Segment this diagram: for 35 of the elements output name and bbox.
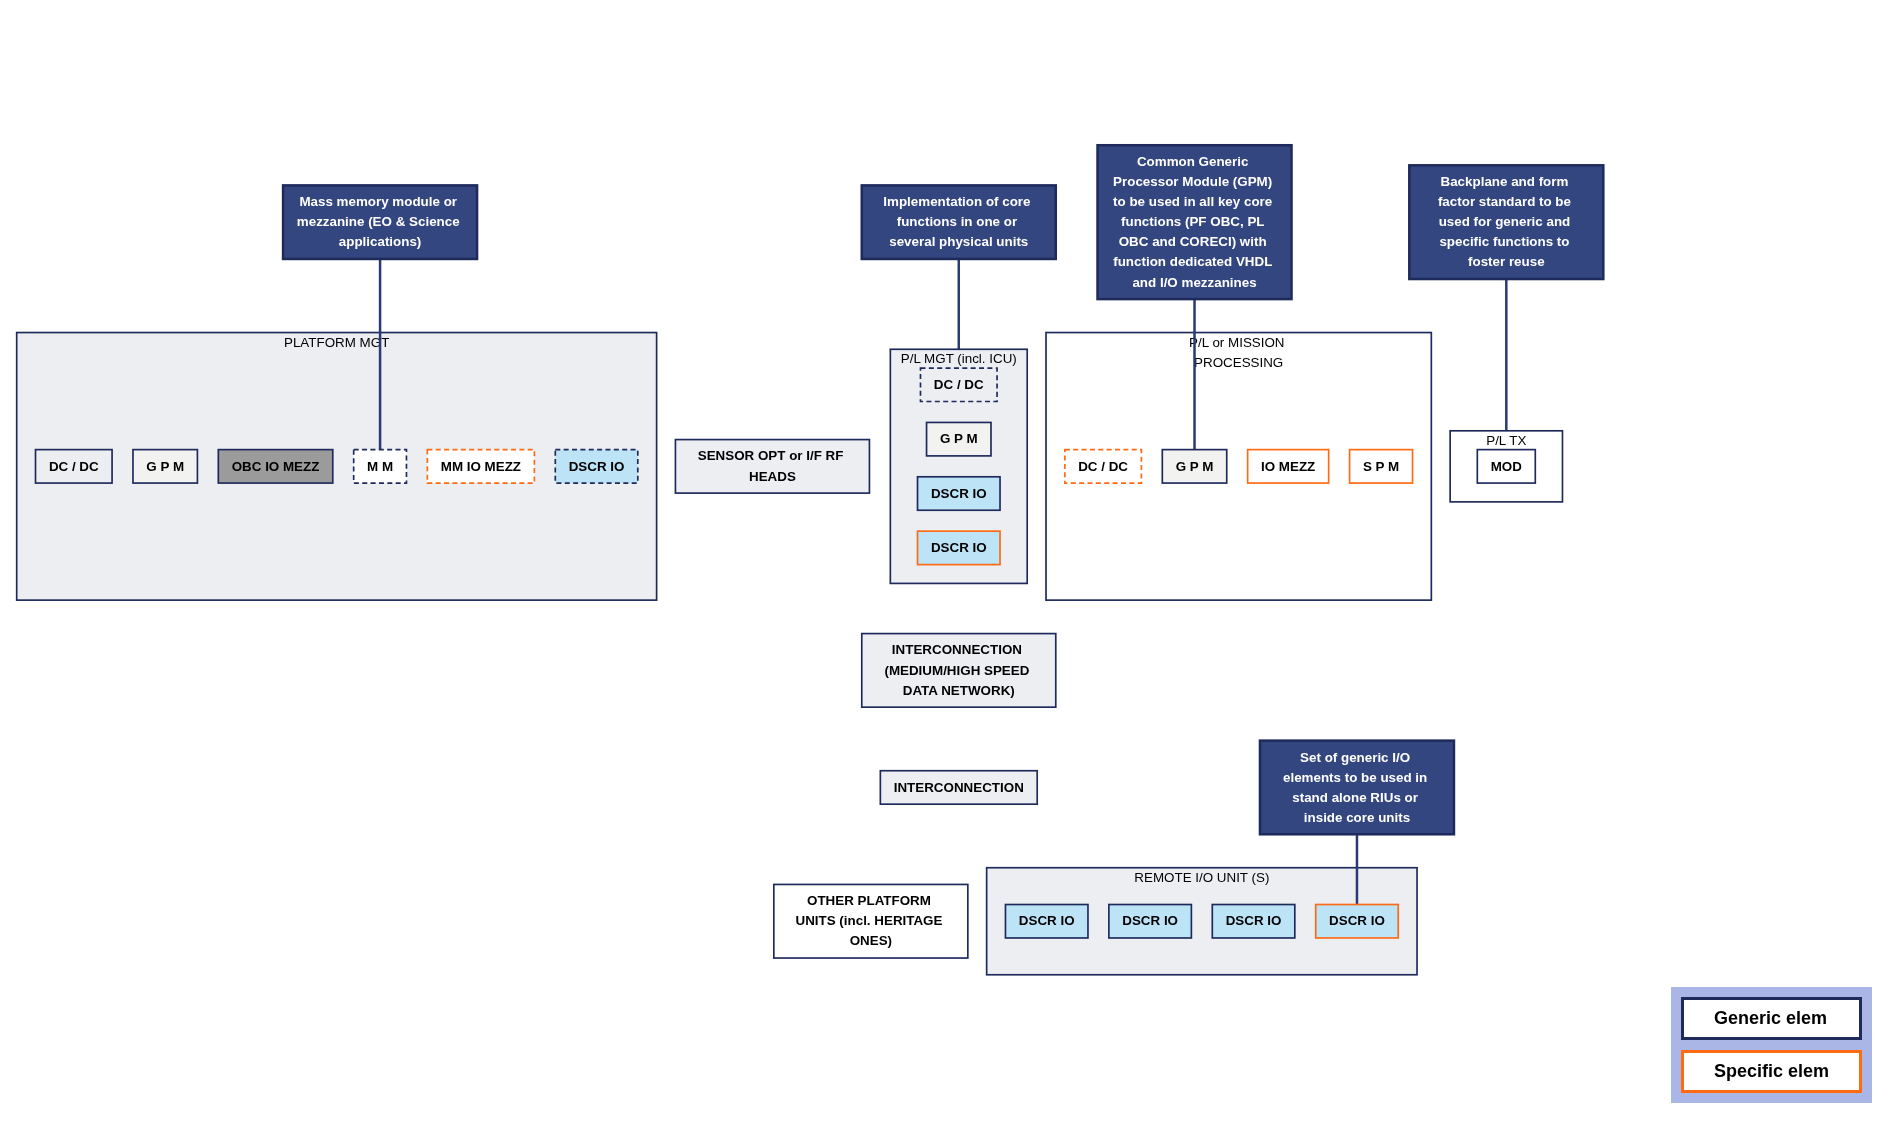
- node-box: DSCR IO: [916, 475, 1001, 512]
- node-box: Mass memory module or mezzanine (EO & Science applications): [281, 184, 479, 261]
- node-box: Implementation of core functions in one or several physical units: [860, 184, 1058, 261]
- node-box: IO MEZZ: [1246, 448, 1330, 484]
- legend-entry: Specific elem: [1680, 1050, 1862, 1093]
- node-box: G P M: [1161, 448, 1228, 484]
- node-box: DSCR IO: [1211, 903, 1296, 939]
- connector: [1505, 279, 1508, 431]
- connector: [1193, 299, 1196, 450]
- node-box: G P M: [132, 448, 199, 484]
- connector: [378, 258, 382, 450]
- node-box: S P M: [1348, 448, 1414, 484]
- node-box: INTERCONNECTION (MEDIUM/HIGH SPEED DATA NETWORK): [860, 632, 1057, 708]
- node-box: DSCR IO: [916, 530, 1001, 566]
- node-box: OBC IO MEZZ: [217, 448, 334, 484]
- node-box: Common Generic Processor Module (GPM) to be used in all key core functions (PF OBC, PL OBC and CORECI) with function dedicated VHDL and I/O mezzanines: [1096, 144, 1293, 301]
- node-box: DC / DC: [34, 448, 113, 484]
- node-box: Backplane and form factor standard to be used for generic and specific functions to foster reuse: [1408, 164, 1605, 281]
- node-box: DC / DC: [919, 367, 998, 403]
- node-box: DC / DC: [1064, 448, 1143, 484]
- node-box: DSCR IO: [1108, 903, 1193, 939]
- node-box: DSCR IO: [1004, 903, 1089, 939]
- node-box: INTERCONNECTION: [879, 769, 1039, 805]
- connector: [957, 258, 961, 350]
- node-box: MM IO MEZZ: [426, 448, 536, 484]
- node-box: G P M: [925, 421, 992, 457]
- node-box: M M: [352, 448, 408, 484]
- legend-entry: Generic elem: [1680, 997, 1862, 1040]
- node-box: Set of generic I/O elements to be used in stand alone RIUs or inside core units: [1258, 739, 1456, 836]
- node-box: OTHER PLATFORM UNITS (incl. HERITAGE ONES): [773, 883, 969, 959]
- connector: [1355, 834, 1359, 905]
- node-box: SENSOR OPT or I/F RF HEADS: [674, 438, 871, 494]
- node-box: MOD: [1476, 448, 1537, 484]
- node-box: DSCR IO: [554, 448, 639, 484]
- node-box: DSCR IO: [1314, 903, 1400, 939]
